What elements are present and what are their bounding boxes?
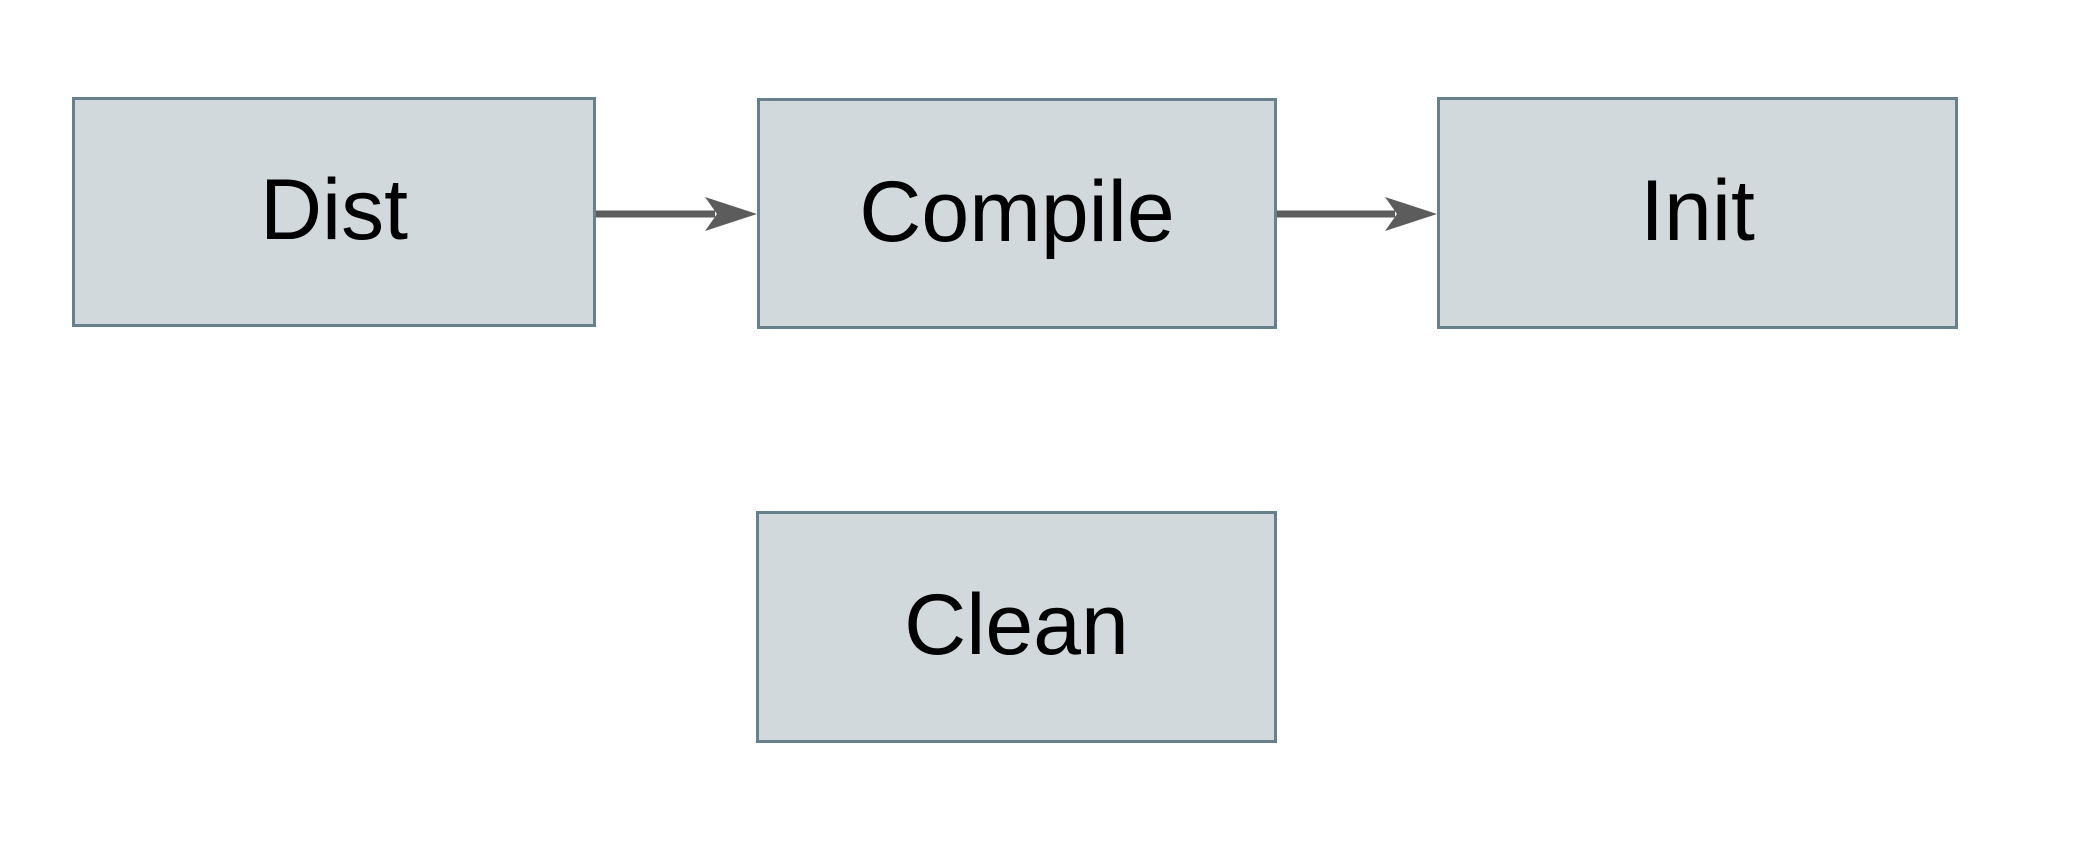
node-label: Dist xyxy=(259,162,409,258)
node-label: Compile xyxy=(859,163,1175,260)
node-label: Init xyxy=(1640,163,1755,259)
node-dist[interactable]: Dist xyxy=(72,97,596,327)
node-init[interactable]: Init xyxy=(1437,97,1958,329)
node-clean[interactable]: Clean xyxy=(756,511,1277,743)
node-compile[interactable]: Compile xyxy=(757,98,1277,329)
node-label: Clean xyxy=(904,577,1129,673)
